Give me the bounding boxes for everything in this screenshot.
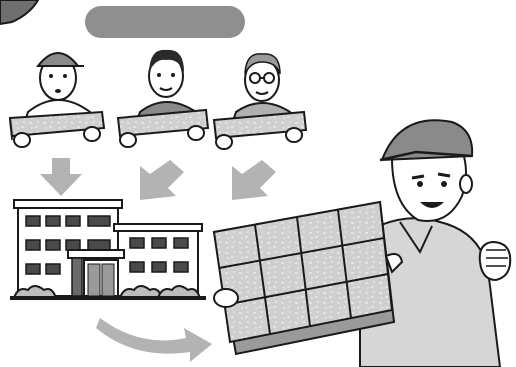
- corner-shape: [0, 0, 40, 26]
- building: [10, 199, 206, 300]
- worker-dark-hair-figure: [116, 49, 210, 148]
- tile-slab-2: [116, 108, 210, 138]
- arrow-curved-right: [96, 318, 212, 362]
- worker-glasses-figure: [212, 53, 308, 150]
- tile-panel: [212, 200, 404, 356]
- arrow-down-left-3: [232, 160, 276, 200]
- arrow-down-left-2: [140, 160, 184, 200]
- tile-slab-3: [212, 110, 308, 140]
- worker-cap-figure: [8, 52, 106, 148]
- arrow-down-1: [40, 158, 82, 196]
- banner: [85, 6, 245, 38]
